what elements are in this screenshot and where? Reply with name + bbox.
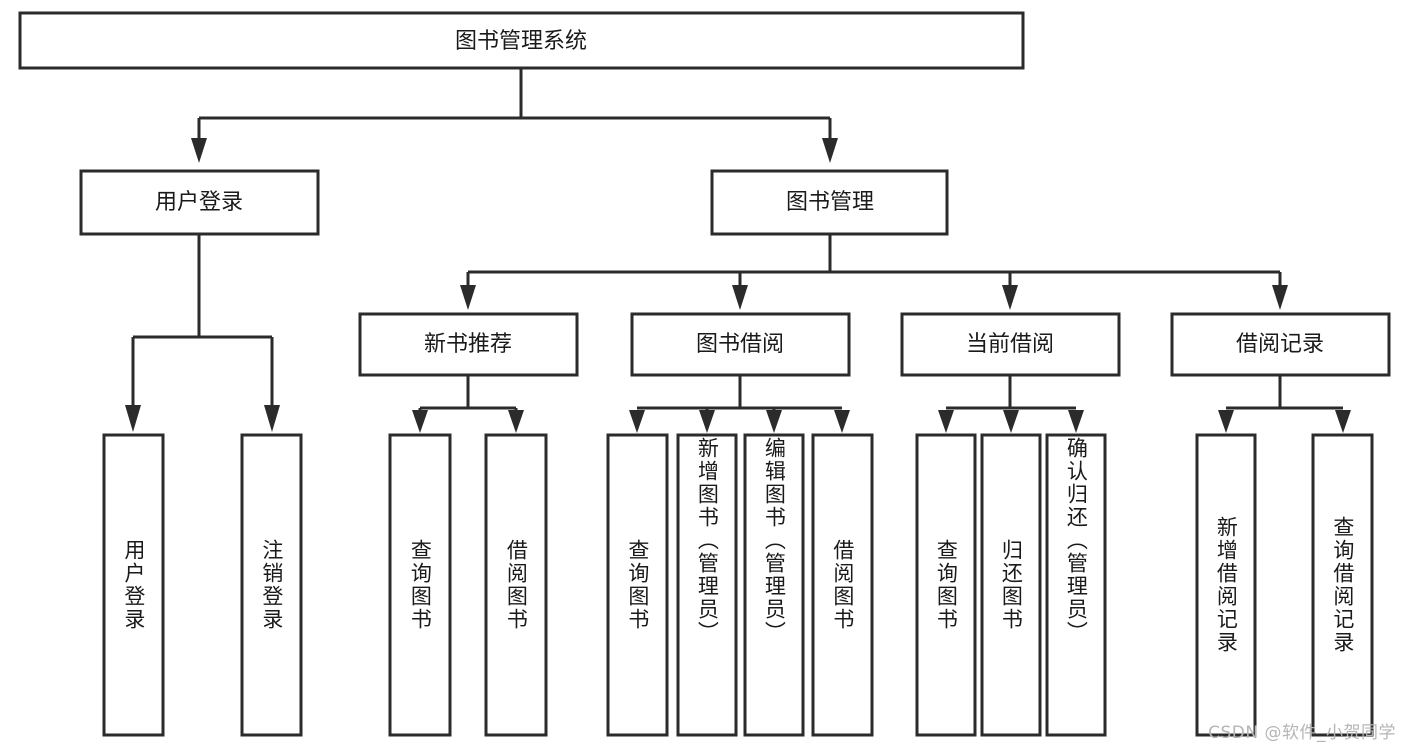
- arrow-head-leaf-user-login: [125, 405, 141, 432]
- arrow-head-bb-leaf4: [834, 410, 850, 433]
- arrow-head-br-leaf1: [1218, 410, 1234, 433]
- node-book-borrow[interactable]: 图书借阅: [630, 312, 851, 377]
- leaf-box-book-borrow-1[interactable]: [676, 433, 738, 737]
- node-book-manage-label: 图书管理: [786, 190, 874, 215]
- connector-book-manage-to-level3: [460, 234, 1288, 310]
- connector-root-to-level2: [191, 68, 838, 163]
- leaf-box-book-borrow-2[interactable]: [743, 433, 805, 737]
- node-user-login[interactable]: 用户登录: [79, 169, 320, 236]
- node-new-book-rec[interactable]: 新书推荐: [358, 312, 579, 377]
- leaf-box-book-borrow-3[interactable]: [811, 433, 874, 737]
- leaf-box-current-borrow-0[interactable]: [915, 433, 977, 737]
- leaf-box-user-login-0[interactable]: [102, 433, 165, 737]
- connector-user-login-to-leaves: [125, 234, 280, 432]
- arrow-head-leaf-logout: [264, 405, 280, 432]
- node-root[interactable]: 图书管理系统: [18, 11, 1025, 70]
- connector-new-book-rec-to-leaves: [412, 375, 524, 433]
- arrow-head-book-borrow: [732, 285, 748, 310]
- node-root-label: 图书管理系统: [455, 29, 587, 54]
- node-user-login-label: 用户登录: [155, 190, 243, 215]
- connector-borrow-record-to-leaves: [1218, 375, 1351, 433]
- node-book-borrow-label: 图书借阅: [696, 332, 784, 357]
- node-book-borrow-box[interactable]: [630, 312, 851, 377]
- leaf-box-book-borrow-0[interactable]: [606, 433, 669, 737]
- connector-book-borrow-to-leaves: [629, 375, 850, 433]
- arrow-head-br-leaf2: [1335, 410, 1351, 433]
- node-borrow-record-label: 借阅记录: [1236, 332, 1324, 357]
- node-borrow-record[interactable]: 借阅记录: [1170, 312, 1391, 377]
- arrow-head-cb-leaf3: [1068, 410, 1084, 433]
- arrow-head-new-book-rec: [460, 285, 476, 310]
- node-current-borrow-label: 当前借阅: [966, 332, 1054, 357]
- arrow-head-cb-leaf2: [1003, 410, 1019, 433]
- arrow-head-book-manage: [822, 138, 838, 163]
- arrow-head-bb-leaf3: [766, 410, 782, 433]
- arrow-head-current-borrow: [1002, 285, 1018, 310]
- node-root-box[interactable]: [18, 11, 1025, 70]
- leaf-box-new-book-rec-0[interactable]: [388, 433, 452, 737]
- leaf-box-new-book-rec-1[interactable]: [484, 433, 548, 737]
- node-new-book-rec-label: 新书推荐: [424, 332, 512, 357]
- leaf-box-current-borrow-1[interactable]: [980, 433, 1042, 737]
- leaf-box-user-login-1[interactable]: [240, 433, 303, 737]
- connector-current-borrow-to-leaves: [938, 375, 1084, 433]
- arrow-head-nbr-leaf1: [412, 410, 428, 433]
- leaf-box-current-borrow-2[interactable]: [1045, 433, 1107, 737]
- arrow-head-borrow-record: [1272, 285, 1288, 310]
- node-new-book-rec-box[interactable]: [358, 312, 579, 377]
- leaf-box-borrow-record-0[interactable]: [1195, 433, 1257, 737]
- arrow-head-cb-leaf1: [938, 410, 954, 433]
- node-book-manage-box[interactable]: [710, 169, 949, 236]
- node-current-borrow-box[interactable]: [900, 312, 1121, 377]
- leaf-box-borrow-record-1[interactable]: [1311, 433, 1374, 737]
- arrow-head-bb-leaf1: [629, 410, 645, 433]
- node-borrow-record-box[interactable]: [1170, 312, 1391, 377]
- arrow-head-bb-leaf2: [699, 410, 715, 433]
- node-book-manage[interactable]: 图书管理: [710, 169, 949, 236]
- node-current-borrow[interactable]: 当前借阅: [900, 312, 1121, 377]
- arrow-head-nbr-leaf2: [508, 410, 524, 433]
- arrow-head-user-login: [191, 138, 207, 163]
